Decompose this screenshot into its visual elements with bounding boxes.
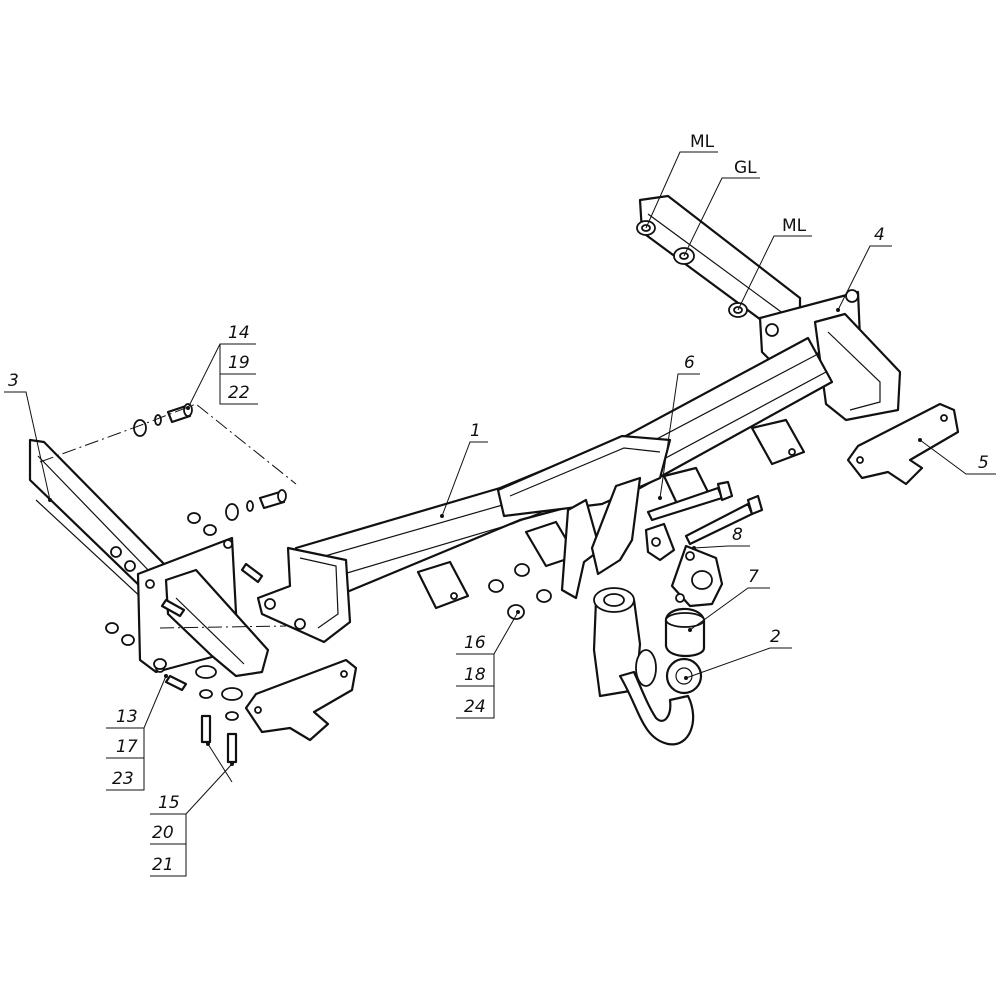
bracket-plate-left: [244, 658, 358, 742]
label-17: 17: [116, 737, 138, 757]
label-22: 22: [228, 383, 250, 403]
callout-7: 7: [688, 567, 770, 632]
label-16: 16: [464, 633, 486, 653]
socket-mount-plate: [644, 522, 676, 562]
callout-gl: GL: [683, 158, 760, 257]
main-crossbeam: [294, 336, 834, 610]
label-19: 19: [228, 353, 250, 373]
beam-left-flange: [256, 546, 352, 644]
left-side-member: [28, 438, 270, 678]
label-ml-top: ML: [690, 132, 715, 152]
label-gl: GL: [734, 158, 757, 178]
callout-1: 1: [440, 421, 488, 518]
long-bolts: [646, 480, 764, 546]
label-8: 8: [732, 525, 743, 545]
label-5: 5: [978, 453, 989, 473]
callout-stack-13-17-23: 13 17 23: [106, 674, 168, 791]
label-13: 13: [116, 707, 138, 727]
ball-cap: [664, 607, 706, 658]
callout-8: 8: [692, 525, 750, 550]
label-18: 18: [464, 665, 486, 685]
bracket-plate-right: [846, 402, 960, 486]
callout-3: 3: [4, 371, 52, 502]
callout-6: 6: [658, 353, 700, 500]
tow-ball-assembly: [592, 587, 703, 746]
callout-ml-top: ML: [645, 132, 718, 229]
axis-line-2: [159, 625, 287, 629]
label-15: 15: [158, 793, 180, 813]
callout-stack-15-20-21: 15 20 21: [150, 742, 234, 877]
socket-bracket: [670, 544, 724, 608]
label-24: 24: [464, 697, 486, 717]
label-4: 4: [874, 225, 885, 245]
label-14: 14: [228, 323, 250, 343]
callout-ml-right: ML: [737, 216, 812, 311]
callout-stack-16-18-24: 16 18 24: [456, 610, 520, 719]
label-1: 1: [470, 421, 481, 441]
label-20: 20: [152, 823, 174, 843]
callout-2: 2: [684, 627, 792, 680]
axis-line-1: [39, 403, 297, 485]
label-21: 21: [152, 855, 174, 875]
label-6: 6: [684, 353, 695, 373]
right-side-member: [638, 194, 902, 422]
label-23: 23: [112, 769, 134, 789]
label-3: 3: [8, 371, 19, 391]
label-ml-right: ML: [782, 216, 807, 236]
callout-stack-14-19-22: 14 19 22: [186, 323, 258, 410]
label-2: 2: [770, 627, 781, 647]
label-7: 7: [748, 567, 759, 587]
callout-4: 4: [836, 225, 892, 312]
callout-5: 5: [918, 438, 996, 475]
